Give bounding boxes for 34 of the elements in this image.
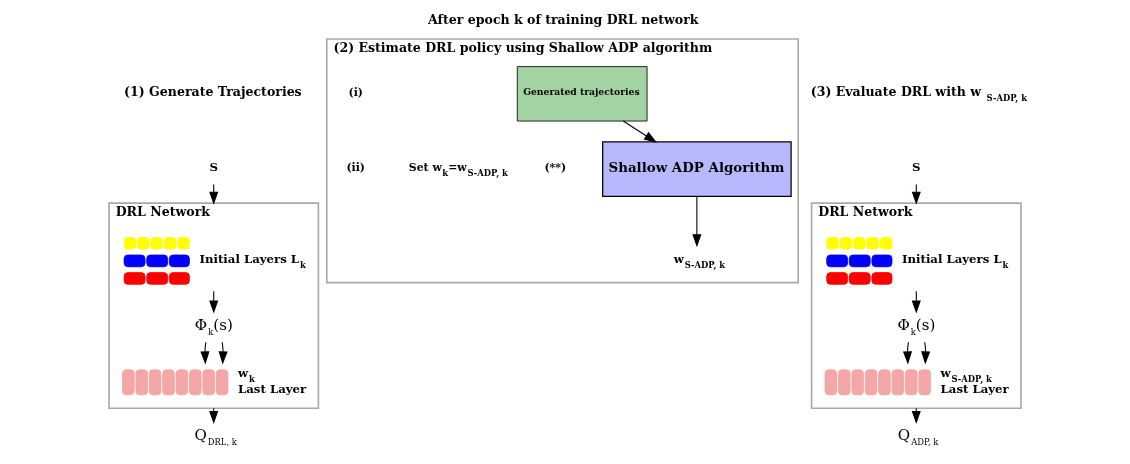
label: (ii) [346,161,366,175]
arrow [218,341,228,365]
arrow [921,341,931,365]
node-label: Initial Layers L$_{k}$ [902,252,1009,271]
diagram-title: After epoch k of training DRL network [428,11,699,27]
node-text: S [912,160,921,175]
node-label: Last Layer [238,381,307,396]
label: (3) Evaluate DRL with w $_{S-ADP, k}$ [810,83,1027,103]
node-label: w$_{S-ADP, k}$ [940,365,992,384]
label: (1) Generate Trajectories [124,83,302,99]
arrow [209,290,219,314]
node-text: S [209,160,218,175]
arrow [622,120,658,143]
arrow [692,196,702,248]
arrow [902,341,913,365]
node-text: Φ$_{k}$(s) [194,315,233,337]
node-box: Shallow ADP Algorithm [602,141,792,198]
arrow [911,290,921,314]
arrow [209,407,219,424]
node-text: Q$_{ADP, k}$ [897,426,939,448]
label: (i) [348,85,363,99]
arrow [200,341,210,365]
node-label: w$_{k}$ [238,365,255,384]
node-box: Generated trajectories [516,66,648,122]
arrow [911,183,921,205]
node-label: Last Layer [940,381,1009,396]
arrow [911,407,921,424]
node-text: w$_{S-ADP, k}$ [673,252,726,271]
label: Set w$_{k}$=w$_{S-ADP, k}$ [408,161,508,179]
arrow [209,183,219,205]
label: (**) [544,161,567,175]
node-label: Initial Layers L$_{k}$ [199,252,306,271]
node-text: Φ$_{k}$(s) [897,315,936,337]
node-text: Q$_{DRL, k}$ [194,426,237,448]
